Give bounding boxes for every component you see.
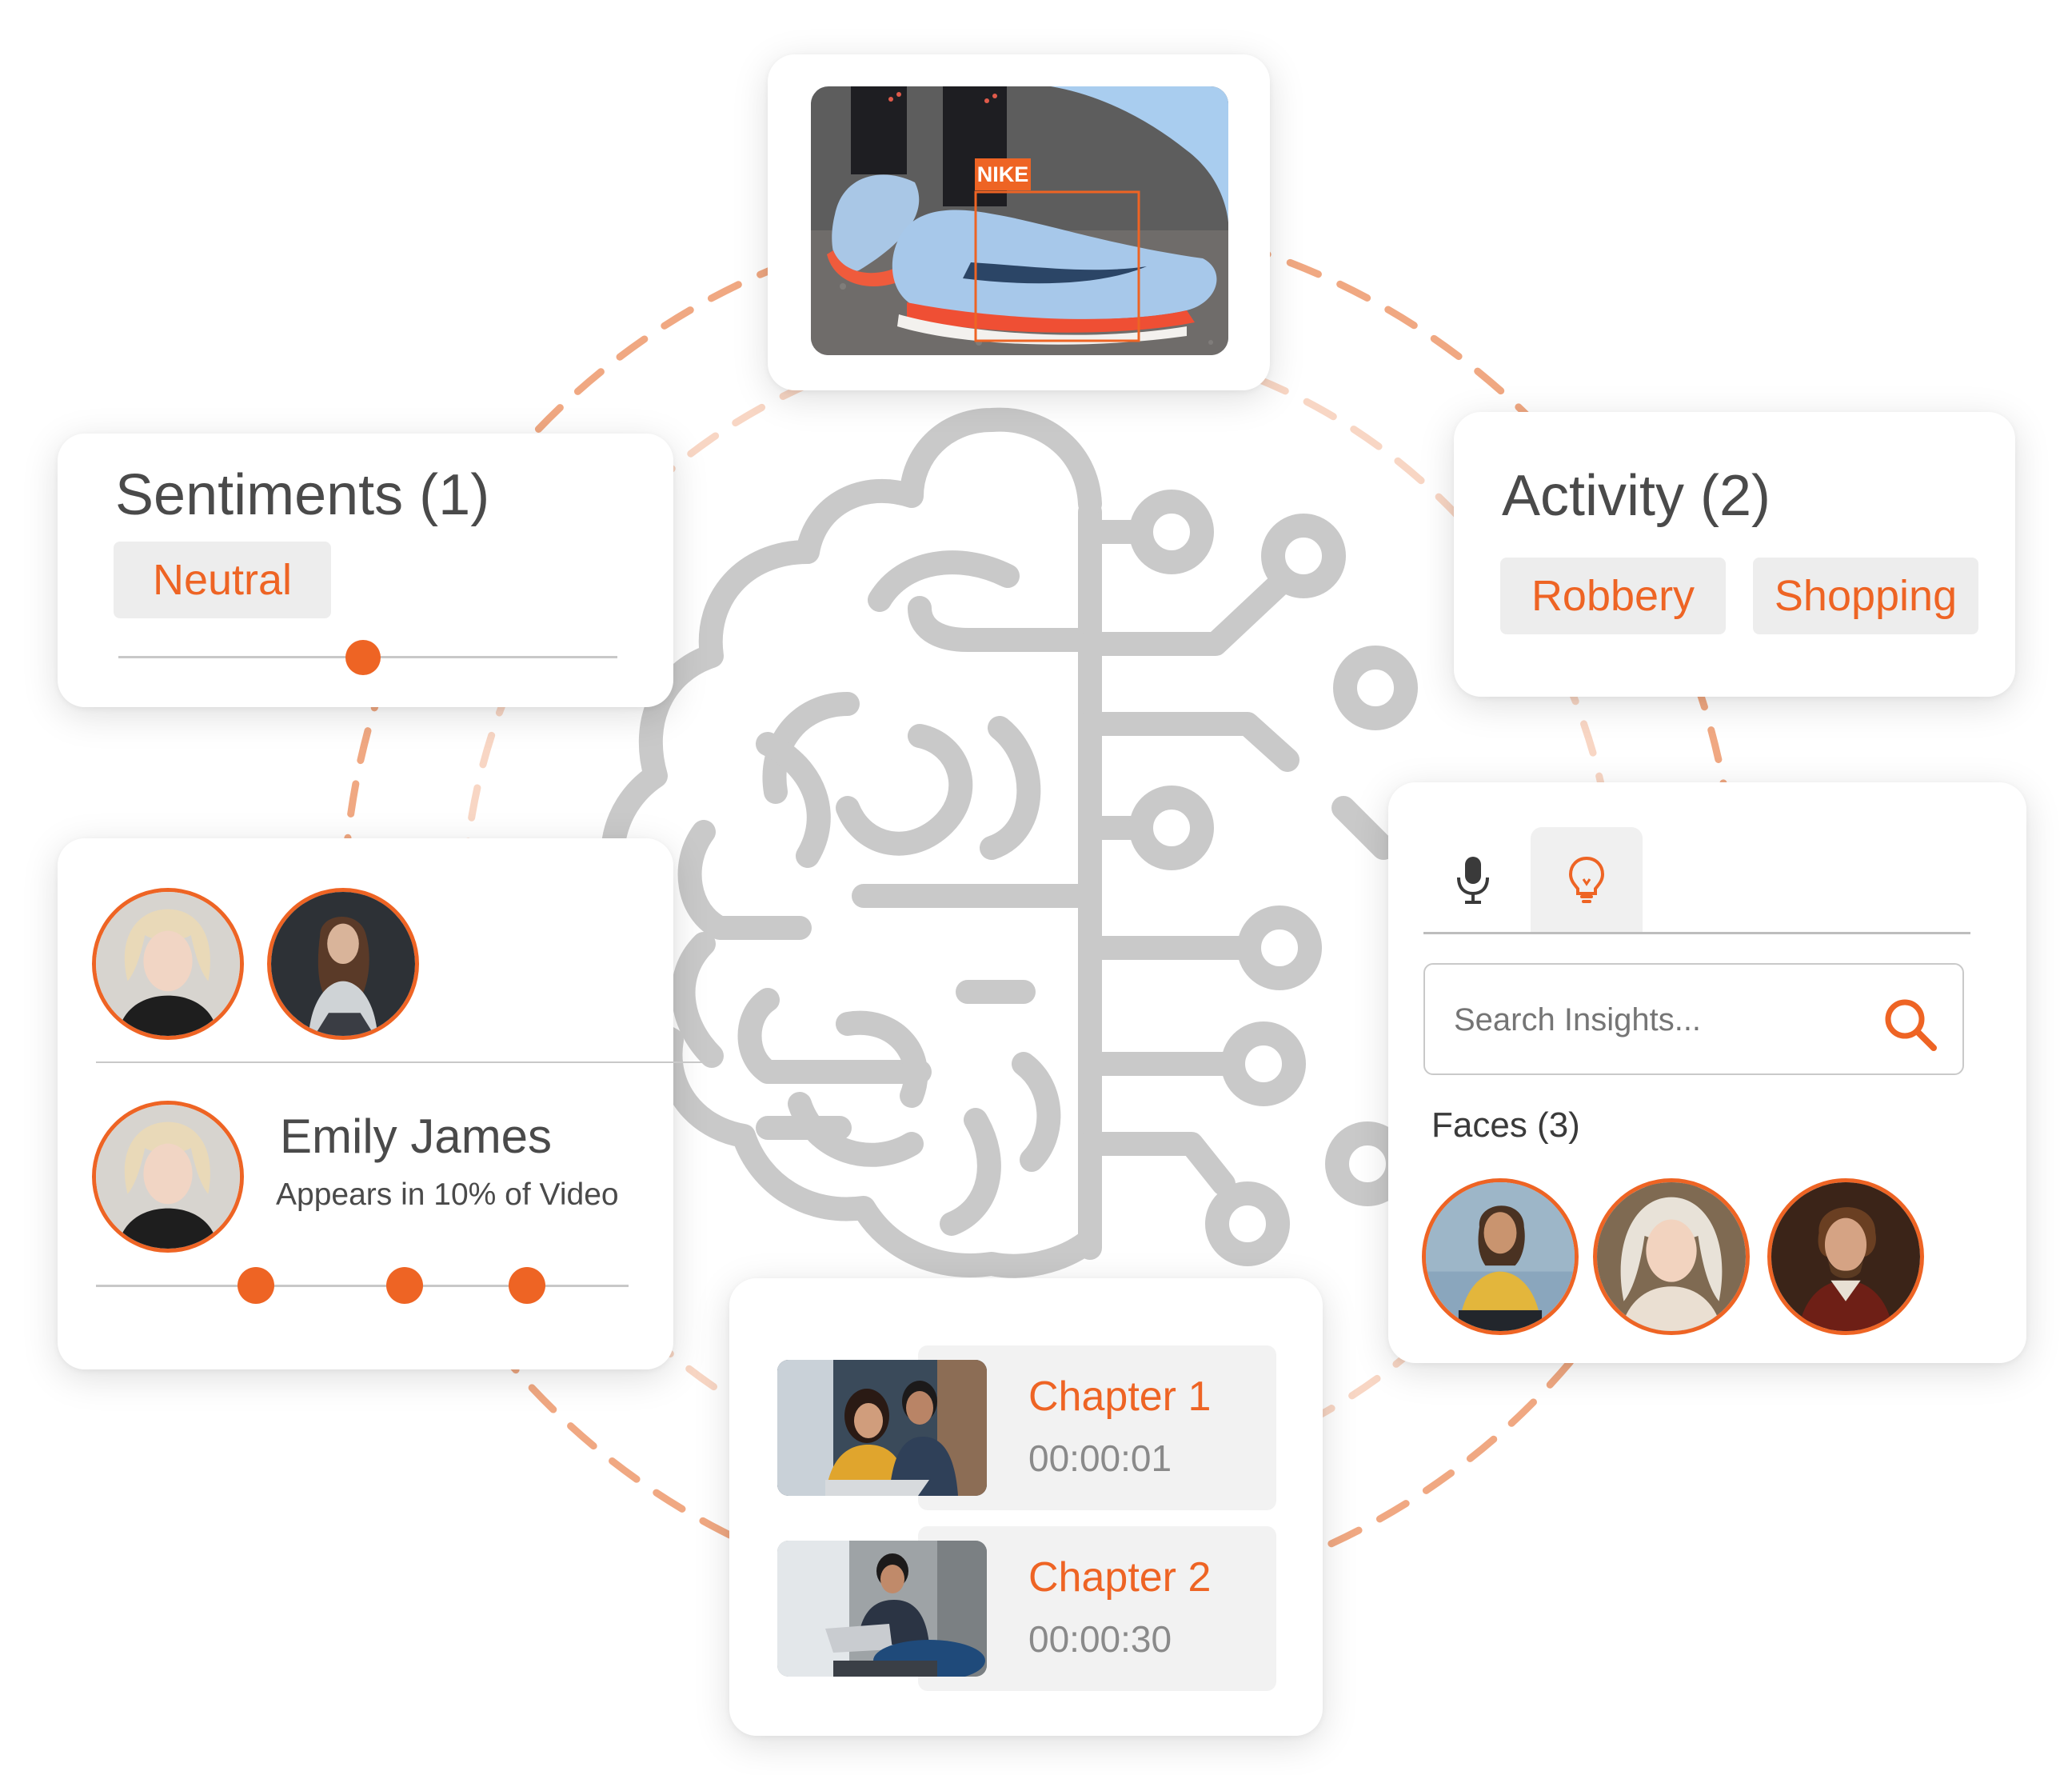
person-avatar bbox=[92, 1101, 244, 1253]
chapters-card: Chapter 1 00:00:01 Chapter 2 00:00:30 bbox=[729, 1278, 1323, 1736]
faces-label: Faces (3) bbox=[1431, 1105, 1580, 1145]
sentiment-slider-handle[interactable] bbox=[345, 640, 381, 675]
search-insights-input[interactable] bbox=[1452, 997, 1855, 1043]
detection-image: NIKE bbox=[811, 86, 1228, 355]
chapter-2-title: Chapter 2 bbox=[1028, 1554, 1212, 1601]
face-result-1[interactable] bbox=[1422, 1178, 1579, 1335]
brain-circuit-icon bbox=[601, 407, 1418, 1278]
search-insights-field[interactable] bbox=[1423, 963, 1964, 1075]
person-appearance-text: Appears in 10% of Video bbox=[276, 1177, 619, 1212]
search-icon[interactable] bbox=[1881, 995, 1940, 1054]
sentiment-tag-neutral[interactable]: Neutral bbox=[114, 542, 331, 618]
timeline-marker-1[interactable] bbox=[237, 1267, 274, 1304]
person-timeline-track[interactable] bbox=[96, 1285, 629, 1287]
person-divider bbox=[96, 1061, 715, 1063]
person-card: Emily James Appears in 10% of Video bbox=[58, 838, 715, 1369]
chapter-2-time: 00:00:30 bbox=[1028, 1618, 1172, 1660]
person-name: Emily James bbox=[280, 1109, 553, 1163]
face-result-3[interactable] bbox=[1767, 1178, 1924, 1335]
chapter-1-title: Chapter 1 bbox=[1028, 1373, 1212, 1420]
activity-card: Activity (2) Robbery Shopping bbox=[1454, 412, 2015, 697]
face-thumbnail-2[interactable] bbox=[267, 888, 419, 1040]
microphone-icon bbox=[1457, 857, 1489, 904]
face-result-2[interactable] bbox=[1593, 1178, 1750, 1335]
activity-tag-robbery[interactable]: Robbery bbox=[1500, 558, 1726, 634]
timeline-marker-3[interactable] bbox=[509, 1267, 546, 1304]
lightbulb-icon bbox=[1568, 856, 1605, 903]
chapter-1-thumbnail[interactable] bbox=[777, 1360, 987, 1496]
timeline-marker-2[interactable] bbox=[386, 1267, 424, 1304]
detection-label: NIKE bbox=[977, 162, 1029, 186]
chapter-2-thumbnail[interactable] bbox=[777, 1541, 987, 1677]
chapter-1-time: 00:00:01 bbox=[1028, 1437, 1172, 1479]
sneaker-photo: NIKE bbox=[811, 86, 1228, 355]
face-thumbnail-1[interactable] bbox=[92, 888, 244, 1040]
activity-tag-shopping[interactable]: Shopping bbox=[1753, 558, 1978, 634]
tabs-divider bbox=[1423, 932, 1970, 934]
activity-title: Activity (2) bbox=[1502, 464, 1771, 528]
tab-audio[interactable] bbox=[1417, 827, 1529, 933]
insights-panel: Faces (3) bbox=[1388, 782, 2026, 1363]
sentiments-card: Sentiments (1) Neutral bbox=[58, 434, 673, 707]
object-detection-card: NIKE bbox=[768, 54, 1270, 390]
tab-insights[interactable] bbox=[1531, 827, 1643, 933]
sentiments-title: Sentiments (1) bbox=[115, 463, 490, 527]
